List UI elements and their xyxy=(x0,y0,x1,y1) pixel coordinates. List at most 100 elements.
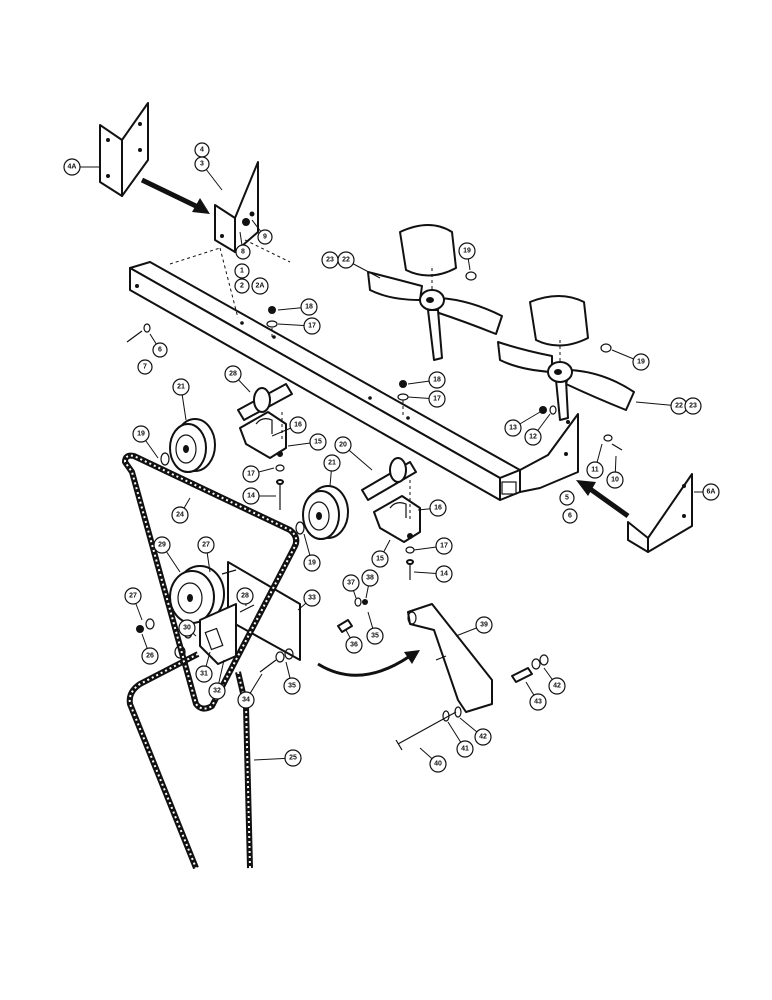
callout-label: 37 xyxy=(347,580,355,587)
callout-3: 3 xyxy=(194,156,210,172)
callout-label: 2 xyxy=(240,283,244,290)
bracket-6a xyxy=(627,473,693,553)
callout-16b: 16 xyxy=(429,499,447,517)
hardware-42-43 xyxy=(511,654,549,683)
callout-8: 8 xyxy=(235,244,251,260)
callout-15a: 15 xyxy=(309,433,327,451)
callout-42b: 42 xyxy=(474,728,492,746)
callout-29: 29 xyxy=(153,536,171,554)
callout-19a: 19 xyxy=(458,242,476,260)
callout-label: 19 xyxy=(637,359,645,366)
end-bracket-5 xyxy=(519,413,579,493)
bracket-3 xyxy=(214,161,259,253)
callout-39: 39 xyxy=(475,616,493,634)
callout-label: 16 xyxy=(434,505,442,512)
callout-label: 19 xyxy=(463,248,471,255)
bracket-hardware xyxy=(259,597,368,673)
callout-18b: 18 xyxy=(428,371,446,389)
arrow-to-bracket-3 xyxy=(140,177,210,214)
callout-label: 21 xyxy=(177,384,185,391)
callout-35a: 35 xyxy=(366,627,384,645)
callout-label: 17 xyxy=(433,396,441,403)
callout-label: 15 xyxy=(314,439,322,446)
callout-32: 32 xyxy=(208,682,226,700)
callout-6a: 6 xyxy=(152,342,168,358)
callout-label: 6A xyxy=(707,489,716,496)
callout-label: 19 xyxy=(137,431,145,438)
arrow-to-bracket-5 xyxy=(576,480,630,519)
callout-15b: 15 xyxy=(371,550,389,568)
callout-21a: 21 xyxy=(172,378,190,396)
callout-label: 33 xyxy=(308,595,316,602)
callout-label: 6 xyxy=(158,347,162,354)
bracket-4a xyxy=(99,102,149,197)
callout-label: 13 xyxy=(509,425,517,432)
callout-label: 34 xyxy=(242,697,250,704)
callout-22a: 22 xyxy=(337,251,355,269)
callout-label: 26 xyxy=(146,653,154,660)
callout-label: 36 xyxy=(350,642,358,649)
callout-label: 24 xyxy=(176,512,184,519)
callout-4: 4 xyxy=(194,142,210,158)
callout-label: 16 xyxy=(294,422,302,429)
callout-10: 10 xyxy=(606,471,624,489)
belt-24 xyxy=(122,452,300,712)
callout-14b: 14 xyxy=(435,565,453,583)
callout-label: 14 xyxy=(440,571,448,578)
callout-label: 18 xyxy=(305,304,313,311)
callout-18a: 18 xyxy=(300,298,318,316)
callout-label: 27 xyxy=(202,542,210,549)
callout-label: 19 xyxy=(308,560,316,567)
callout-label: 35 xyxy=(288,683,296,690)
callout-label: 35 xyxy=(371,633,379,640)
callout-34: 34 xyxy=(237,691,255,709)
callout-label: 17 xyxy=(308,323,316,330)
callout-12: 12 xyxy=(524,428,542,446)
callout-label: 21 xyxy=(328,460,336,467)
callout-label: 31 xyxy=(200,671,208,678)
callout-label: 23 xyxy=(326,257,334,264)
callout-label: 8 xyxy=(241,249,245,256)
callout-19c: 19 xyxy=(132,425,150,443)
callout-label: 30 xyxy=(183,625,191,632)
callout-9: 9 xyxy=(257,229,273,245)
callout-label: 18 xyxy=(433,377,441,384)
callout-label: 20 xyxy=(339,442,347,449)
callout-label: 27 xyxy=(129,593,137,600)
callout-37: 37 xyxy=(342,574,360,592)
callout-label: 3 xyxy=(200,161,204,168)
callout-label: 42 xyxy=(553,683,561,690)
callout-41: 41 xyxy=(456,740,474,758)
callout-label: 23 xyxy=(689,403,697,410)
callout-label: 15 xyxy=(376,556,384,563)
callout-24: 24 xyxy=(171,506,189,524)
callout-2A: 2A xyxy=(251,277,269,295)
callout-6b: 6 xyxy=(562,508,578,524)
callout-label: 17 xyxy=(247,471,255,478)
callout-23a: 23 xyxy=(321,251,339,269)
callout-36: 36 xyxy=(345,636,363,654)
fan-assembly-lower xyxy=(497,295,635,421)
callout-label: 7 xyxy=(143,364,147,371)
callout-17c: 17 xyxy=(242,465,260,483)
callout-35b: 35 xyxy=(283,677,301,695)
callout-label: 41 xyxy=(461,746,469,753)
callout-label: 22 xyxy=(675,403,683,410)
callout-17a: 17 xyxy=(303,317,321,335)
callout-label: 25 xyxy=(289,755,297,762)
callout-23b: 23 xyxy=(684,397,702,415)
callout-16a: 16 xyxy=(289,416,307,434)
callout-label: 10 xyxy=(611,477,619,484)
callout-13: 13 xyxy=(504,419,522,437)
callout-label: 17 xyxy=(440,543,448,550)
callout-31: 31 xyxy=(195,665,213,683)
callout-label: 40 xyxy=(434,761,442,768)
callout-17d: 17 xyxy=(435,537,453,555)
callout-20: 20 xyxy=(334,436,352,454)
callout-label: 6 xyxy=(568,513,572,520)
callout-label: 32 xyxy=(213,688,221,695)
callout-38: 38 xyxy=(361,569,379,587)
callout-28b: 28 xyxy=(236,587,254,605)
